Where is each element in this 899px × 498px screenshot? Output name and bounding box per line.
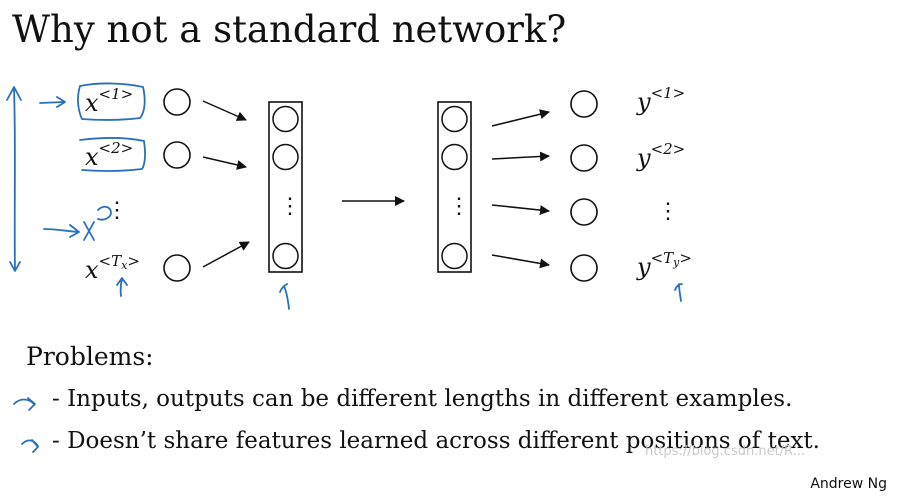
label-x2: x<2> xyxy=(85,139,134,171)
hidden2-node-2 xyxy=(441,143,468,171)
arrow-output-2 xyxy=(491,151,550,162)
label-y1: y<1> xyxy=(637,84,686,116)
label-x1: x<1> xyxy=(85,85,134,117)
slide-title: Why not a standard network? xyxy=(12,8,567,51)
annotation-bullet-1-arrow xyxy=(13,397,36,411)
annotation-mark-hidden xyxy=(279,283,290,310)
label-xt: x<Tx> xyxy=(85,252,140,284)
output-node-1 xyxy=(570,90,598,118)
label-y2: y<2> xyxy=(637,140,686,172)
annotation-pointer-x1 xyxy=(39,96,66,108)
input-node-t xyxy=(163,254,191,282)
hidden-layer-1 xyxy=(268,101,303,273)
problem-bullet-1: - Inputs, outputs can be different lengt… xyxy=(52,386,793,412)
author-credit: Andrew Ng xyxy=(810,476,887,492)
hidden2-vdots: ⋮ xyxy=(448,194,470,219)
arrow-output-3 xyxy=(491,204,550,216)
hidden2-node-3 xyxy=(441,242,468,270)
label-yt: y<Ty> xyxy=(637,249,692,281)
arrow-input-2 xyxy=(202,156,247,170)
output-node-3 xyxy=(570,198,598,226)
annotation-highlight-x1 xyxy=(77,82,146,121)
hidden1-node-2 xyxy=(272,143,299,171)
annotation-mark-ty xyxy=(674,283,683,302)
annotation-highlight-x2 xyxy=(79,136,146,172)
input-vdots: ⋮ xyxy=(106,198,128,223)
hidden1-vdots: ⋮ xyxy=(279,194,301,219)
hidden1-node-1 xyxy=(272,105,299,133)
watermark: https://blog.csdn.net/R... xyxy=(645,444,806,459)
annotation-pointer-xt xyxy=(43,224,80,238)
arrow-input-t xyxy=(202,241,250,268)
problems-heading: Problems: xyxy=(26,342,154,371)
arrow-output-1 xyxy=(491,109,550,127)
output-vdots: ⋮ xyxy=(657,199,679,224)
problem-bullet-2: - Doesn’t share features learned across … xyxy=(52,428,820,454)
input-node-1 xyxy=(163,88,191,116)
annotation-length-arrow xyxy=(6,86,22,272)
output-node-2 xyxy=(570,144,598,172)
arrow-input-1 xyxy=(202,100,247,121)
annotation-x-scribble xyxy=(83,205,112,241)
hidden1-node-3 xyxy=(272,242,299,270)
annotation-mark-tx xyxy=(116,277,128,297)
arrow-output-t xyxy=(491,254,550,269)
output-node-t xyxy=(570,254,598,282)
annotation-bullet-2-arrow xyxy=(21,439,39,453)
hidden2-node-1 xyxy=(441,105,468,133)
input-node-2 xyxy=(163,141,191,169)
hidden-layer-2 xyxy=(437,101,472,273)
